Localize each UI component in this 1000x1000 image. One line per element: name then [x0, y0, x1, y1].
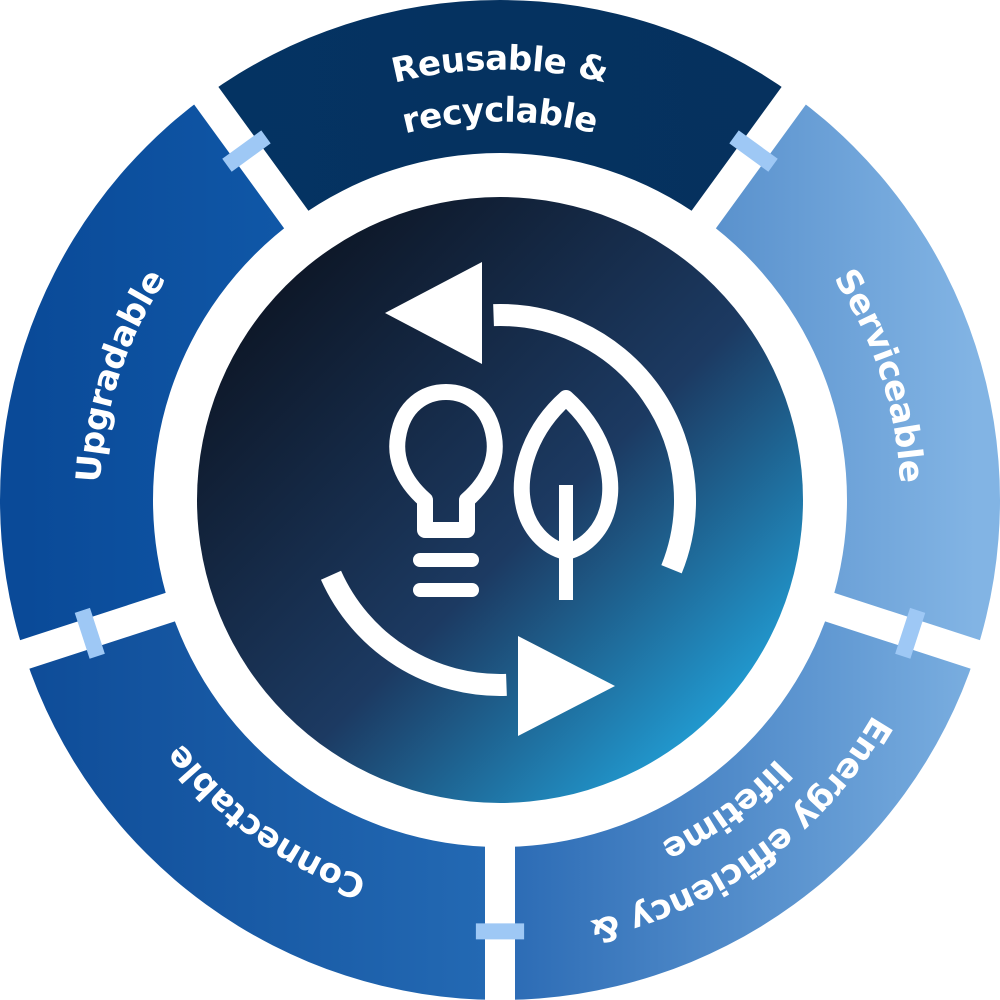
upper-arrow-arc	[493, 304, 696, 574]
segment-upgradable	[0, 95, 297, 655]
lower-arrowhead	[518, 636, 615, 736]
lower-arrow-arc	[320, 570, 507, 696]
upper-arrowhead	[385, 262, 482, 364]
center-circle	[197, 197, 803, 803]
segment-reusable	[206, 0, 794, 220]
circular-arrows-bulb-leaf-icon	[320, 262, 696, 736]
lightbulb-icon	[389, 384, 503, 538]
segment-connector	[74, 607, 105, 659]
segment-connector	[895, 607, 926, 659]
segment-connectable	[24, 607, 501, 1000]
segment-serviceable	[703, 95, 1000, 655]
segment-connector	[222, 130, 271, 172]
segment-connector	[729, 130, 778, 172]
segment-energy	[500, 607, 976, 1000]
